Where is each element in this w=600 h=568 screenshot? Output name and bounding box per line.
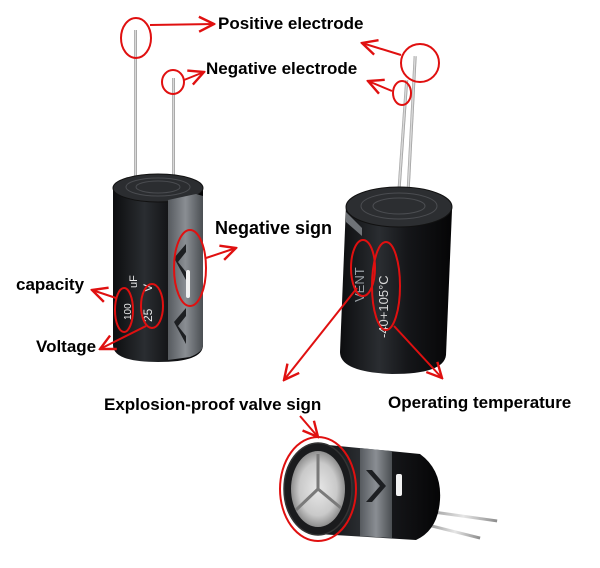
lead-bottom-2 — [429, 523, 481, 540]
negative-arrow-left — [183, 72, 204, 80]
voltage-arrow — [100, 325, 147, 349]
capacity-arrow — [92, 290, 117, 298]
explosion-arrow-2 — [299, 415, 318, 437]
capacity-label: capacity — [16, 275, 85, 294]
lead-bottom-1 — [429, 509, 498, 523]
negative-sign-circle — [173, 229, 207, 307]
voltage-circle — [140, 283, 164, 329]
chevron-mark — [174, 244, 186, 280]
annotation-marks — [92, 17, 442, 542]
positive-arrow-right — [362, 43, 402, 56]
vent-text: VENT — [352, 267, 367, 302]
temperature-arrow — [393, 325, 442, 378]
lead-positive-left — [134, 30, 137, 178]
minus-bar — [186, 270, 190, 298]
capacitor-right: VENT -40+105°C — [340, 56, 453, 374]
positive-lead-circle-right — [400, 43, 440, 83]
negative-arrow-right — [368, 81, 393, 91]
temperature-circle — [371, 241, 401, 331]
positive-lead-circle — [120, 17, 152, 59]
operating-temperature-label: Operating temperature — [388, 393, 572, 412]
capacity-unit-text: uF — [128, 275, 140, 288]
lead-negative-left — [172, 78, 175, 178]
positive-electrode-label: Positive electrode — [218, 14, 364, 33]
negative-sign-label: Negative sign — [215, 218, 333, 238]
voltage-label: Voltage — [36, 337, 97, 356]
capacitor-bottom — [283, 442, 498, 540]
lead-negative-right — [396, 80, 409, 200]
explosion-proof-valve-label: Explosion-proof valve sign — [104, 395, 322, 414]
voltage-unit-text: V — [141, 284, 155, 292]
capacitor-body-right — [340, 205, 452, 374]
capacity-circle — [114, 287, 134, 333]
positive-arrow-left — [149, 24, 214, 25]
voltage-value-text: 25 — [141, 308, 155, 322]
capacitor-left: 100 uF 25 V — [112, 30, 204, 362]
lead-positive-right — [406, 56, 417, 197]
negative-lead-circle — [161, 69, 185, 95]
explosion-arrow-1 — [284, 287, 358, 380]
negative-lead-circle-right — [392, 80, 412, 106]
temperature-text: -40+105°C — [376, 275, 391, 338]
capacity-value-text: 100 — [123, 303, 134, 320]
vent-circle — [350, 239, 376, 297]
vent-score-lines — [294, 454, 342, 512]
negative-sign-arrow — [205, 248, 236, 258]
chevron-mark — [174, 308, 186, 344]
negative-electrode-label: Negative electrode — [206, 59, 358, 78]
